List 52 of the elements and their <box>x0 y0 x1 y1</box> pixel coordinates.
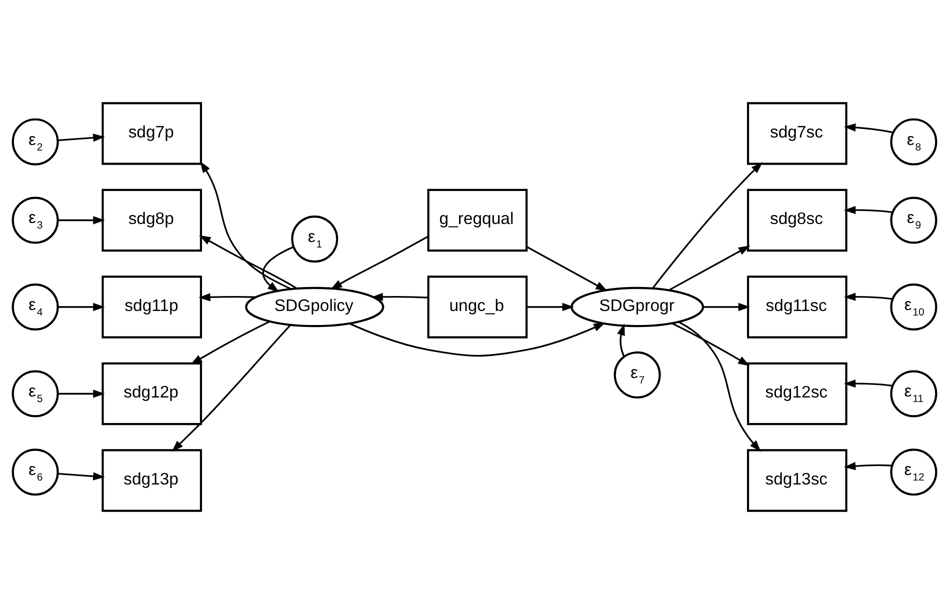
node-box: sdg12p <box>102 362 202 426</box>
node-circle: ε$_{8}$ <box>890 118 938 166</box>
arrow <box>58 472 105 480</box>
arrow <box>172 324 291 452</box>
arrow <box>703 302 750 312</box>
arrow <box>617 324 625 357</box>
arrow <box>652 162 763 289</box>
node-circle: ε$_{7}$ <box>614 351 661 398</box>
node-circle: ε$_{2}$ <box>12 118 59 166</box>
arrow <box>844 292 893 301</box>
arrow <box>198 293 256 302</box>
arrow <box>190 320 270 365</box>
arrow <box>678 321 761 452</box>
node-box: sdg12sc <box>746 362 848 426</box>
node-circle: ε$_{3}$ <box>12 196 59 244</box>
node-box: sdg8p <box>102 188 202 252</box>
node-circle: ε$_{12}$ <box>890 448 938 496</box>
arrow <box>844 462 892 470</box>
arrow <box>58 216 105 224</box>
arrow <box>668 245 750 291</box>
arrow <box>672 322 750 366</box>
node-box: sdg11sc <box>746 276 848 338</box>
arrow <box>58 390 105 398</box>
node-box: sdg13sc <box>746 449 848 512</box>
arrow <box>526 246 608 292</box>
node-box: sdg13p <box>102 449 202 512</box>
node-circle: ε$_{9}$ <box>890 196 938 244</box>
arrow <box>330 236 428 290</box>
node-circle: ε$_{6}$ <box>12 448 59 496</box>
node-circle: ε$_{1}$ <box>291 216 338 263</box>
node-box: sdg8sc <box>746 188 848 252</box>
node-box: sdg7sc <box>746 102 848 165</box>
arrow <box>58 302 105 312</box>
node-box: g_regqual <box>427 188 528 252</box>
arrow <box>844 206 893 214</box>
arrow <box>349 322 606 357</box>
node-ellipse: SDGprogr <box>570 286 704 328</box>
node-circle: ε$_{4}$ <box>12 283 59 331</box>
arrow <box>371 292 428 302</box>
arrow <box>844 379 893 388</box>
node-circle: ε$_{11}$ <box>890 370 938 418</box>
arrow <box>262 246 294 292</box>
arrow <box>199 235 298 290</box>
node-box: sdg7p <box>102 102 202 165</box>
arrow <box>844 123 894 134</box>
node-circle: ε$_{10}$ <box>890 283 938 331</box>
arrow <box>200 161 292 290</box>
node-box: ungc_b <box>427 276 528 338</box>
arrow <box>58 134 105 142</box>
node-box: sdg11p <box>102 276 202 338</box>
arrow <box>526 302 574 312</box>
node-circle: ε$_{5}$ <box>12 370 59 418</box>
